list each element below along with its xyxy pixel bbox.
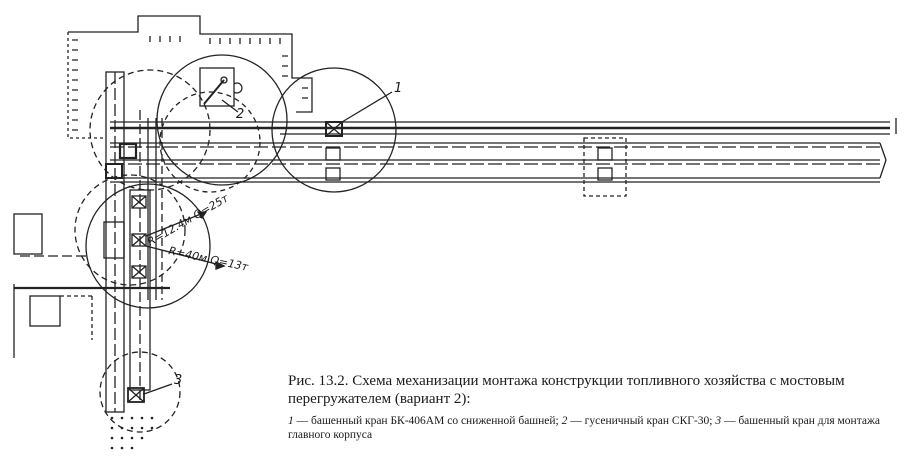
legend-num-1: 1 <box>288 415 294 427</box>
tower-crane-3-symbol <box>127 383 173 403</box>
crawler-crane-2-symbol <box>199 67 243 113</box>
building-outline <box>67 15 313 139</box>
crane-1-label: 1 <box>394 81 402 96</box>
legend-text-1: — башенный кран БК-406АМ со сниженной ба… <box>293 415 562 427</box>
left-side-buildings <box>13 213 170 358</box>
legend-text-2: — гусеничный кран СКГ-30; <box>567 415 716 427</box>
caption-legend: 1 — башенный кран БК-406АМ со сниженной … <box>288 414 910 442</box>
legend-num-3: 3 <box>715 415 722 427</box>
runway-structures <box>105 121 627 197</box>
tower-crane-positions <box>103 195 147 279</box>
crane-swing-circles <box>74 54 397 433</box>
crane-3-label: 3 <box>174 373 182 388</box>
radius-small-label: R=12.4м Q=25т <box>145 191 231 248</box>
legend-num-2: 2 <box>561 415 568 427</box>
radius-large-label: R=40м Q=13т <box>167 244 249 274</box>
caption-title: Рис. 13.2. Схема механизации монтажа кон… <box>288 373 845 407</box>
legend-text-3: — башенный кран для монтажа главного кор… <box>288 415 881 441</box>
vertical-runway <box>105 71 163 413</box>
gantry-runway <box>110 118 897 183</box>
crane-2-label: 2 <box>236 107 244 122</box>
pile-field <box>110 416 154 450</box>
figure-caption: Рис. 13.2. Схема механизации монтажа кон… <box>288 372 910 442</box>
